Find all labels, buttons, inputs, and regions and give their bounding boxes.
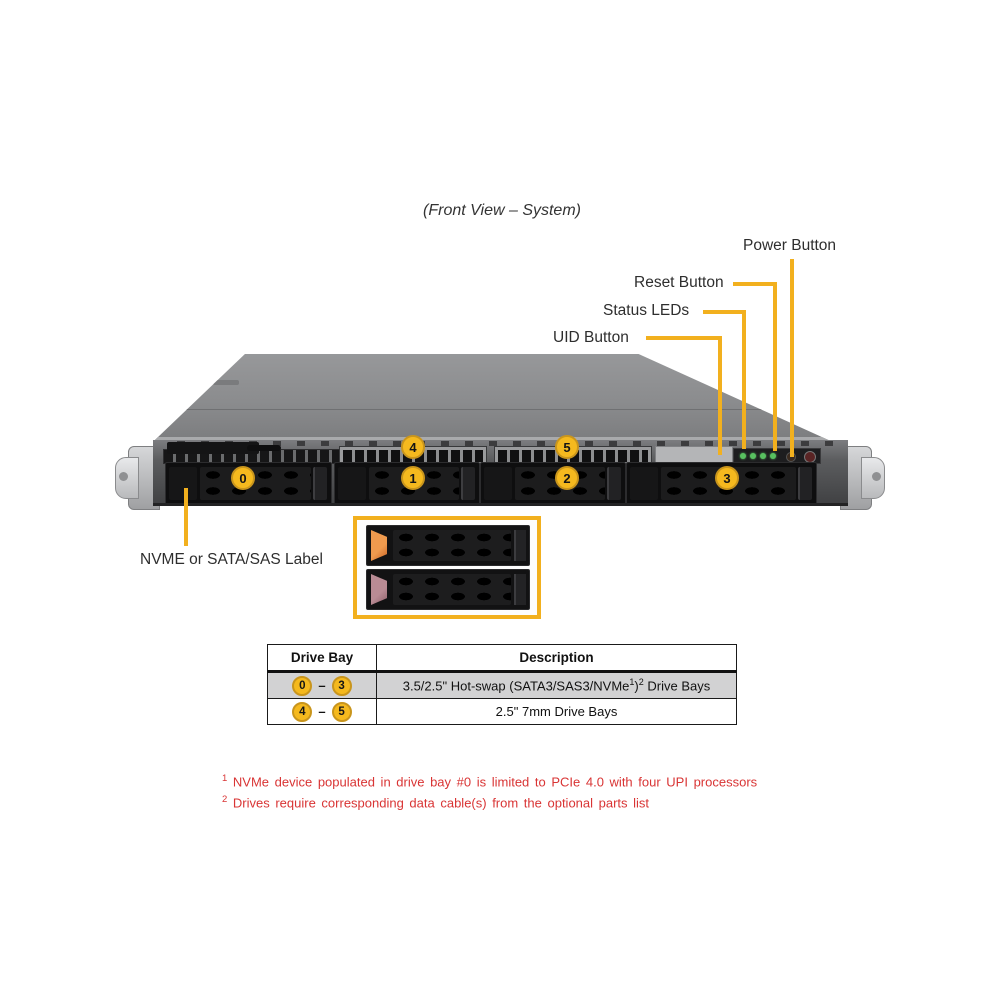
front-bottom-lip — [153, 503, 848, 506]
drive-2-release-latch[interactable] — [607, 467, 621, 500]
bay-badge-0: 0 — [231, 466, 255, 490]
status-callout-line-v — [742, 310, 746, 449]
bay-badge-2: 2 — [555, 466, 579, 490]
range-dash: – — [318, 704, 326, 719]
bay-badge-1: 1 — [401, 466, 425, 490]
status-callout-line-h — [703, 310, 746, 314]
footnote-1-text: NVMe device populated in drive bay #0 is… — [227, 774, 758, 790]
drive-1-label-zone — [338, 467, 366, 500]
inset-tray-latch — [514, 574, 526, 605]
reset-callout-line-h — [733, 282, 777, 286]
drive-0-mesh — [200, 467, 311, 500]
chassis-vent-dash — [736, 388, 763, 394]
status-led — [740, 453, 746, 459]
footnote-1: 1 NVMe device populated in drive bay #0 … — [222, 770, 822, 791]
desc-text: 3.5/2.5" Hot-swap (SATA3/SAS3/NVMe — [402, 678, 630, 694]
power-callout-line — [790, 259, 794, 457]
power-button-label: Power Button — [743, 237, 837, 254]
status-led — [750, 453, 756, 459]
uid-callout-line-v — [718, 336, 722, 455]
front-vent-dashes — [161, 441, 841, 446]
desc-text: Drive Bays — [643, 678, 711, 694]
diagram-title: (Front View – System) — [423, 202, 581, 219]
table-badge-4: 4 — [292, 701, 313, 722]
server-front-panel — [153, 440, 848, 506]
orange-latch-tab — [371, 530, 387, 561]
footnotes: 1 NVMe device populated in drive bay #0 … — [222, 770, 822, 813]
uid-button-label: UID Button — [553, 329, 629, 346]
footnote-marker-2: 2 — [638, 677, 644, 688]
footnote-1-marker: 1 — [222, 773, 228, 784]
table-badge-3: 3 — [331, 675, 352, 696]
description-cell: 3.5/2.5" Hot-swap (SATA3/SAS3/NVMe1)2 Dr… — [376, 670, 737, 699]
status-leds-label: Status LEDs — [603, 302, 690, 319]
table-badge-5: 5 — [331, 701, 352, 722]
front-left-latch — [167, 442, 281, 454]
inset-tray-mesh — [393, 530, 511, 561]
drive-2-label-zone — [484, 467, 512, 500]
footnote-2: 2 Drives require corresponding data cabl… — [222, 791, 822, 812]
bay-badge-5: 5 — [555, 435, 579, 459]
reset-callout-line-v — [773, 282, 777, 451]
drive-type-label: NVME or SATA/SAS Label — [140, 551, 323, 568]
drive-0-label-zone — [169, 467, 197, 500]
drive-0-release-latch[interactable] — [313, 467, 327, 500]
inset-tray-pink — [366, 569, 530, 610]
range-dash: – — [318, 678, 326, 693]
footnote-marker-1: 1 — [629, 677, 635, 688]
description-header: Description — [376, 644, 737, 672]
table-row: 0–3 3.5/2.5" Hot-swap (SATA3/SAS3/NVMe1)… — [267, 670, 737, 699]
drive-3-release-latch[interactable] — [798, 467, 812, 500]
drive-tray-inset — [353, 516, 541, 619]
drive-carrier-2 — [480, 462, 626, 505]
chassis-vent-dash — [212, 379, 239, 385]
inset-tray-latch — [514, 530, 526, 561]
control-panel — [733, 448, 821, 464]
drive-label-callout-line — [184, 488, 188, 546]
footnote-2-marker: 2 — [222, 794, 228, 806]
table-badge-0: 0 — [292, 675, 313, 696]
inset-tray-mesh — [393, 574, 511, 605]
pink-latch-tab — [371, 574, 387, 605]
status-led — [760, 453, 766, 459]
drive-3-label-zone — [630, 467, 658, 500]
desc-text: ) — [634, 678, 639, 694]
bay-range-cell: 4–5 — [267, 698, 377, 725]
drive-bay-table: Drive Bay Description 0–3 3.5/2.5" Hot-s… — [267, 644, 737, 725]
footnote-2-text: Drives require corresponding data cable(… — [227, 795, 650, 811]
left-rack-handle — [115, 457, 139, 499]
table-row: 4–5 2.5" 7mm Drive Bays — [267, 698, 737, 725]
bay-badge-4: 4 — [401, 435, 425, 459]
status-led — [770, 453, 776, 459]
uid-callout-line-h — [646, 336, 722, 340]
table-header-row: Drive Bay Description — [267, 644, 737, 672]
description-cell: 2.5" 7mm Drive Bays — [376, 698, 737, 725]
drive-1-release-latch[interactable] — [461, 467, 475, 500]
reset-button-label: Reset Button — [634, 274, 724, 291]
drive-bay-header: Drive Bay — [267, 644, 377, 672]
bay-badge-3: 3 — [715, 466, 739, 490]
bay-range-cell: 0–3 — [267, 670, 377, 699]
chassis-seam — [177, 409, 828, 411]
inset-tray-orange — [366, 525, 530, 566]
right-rack-handle — [861, 457, 885, 499]
